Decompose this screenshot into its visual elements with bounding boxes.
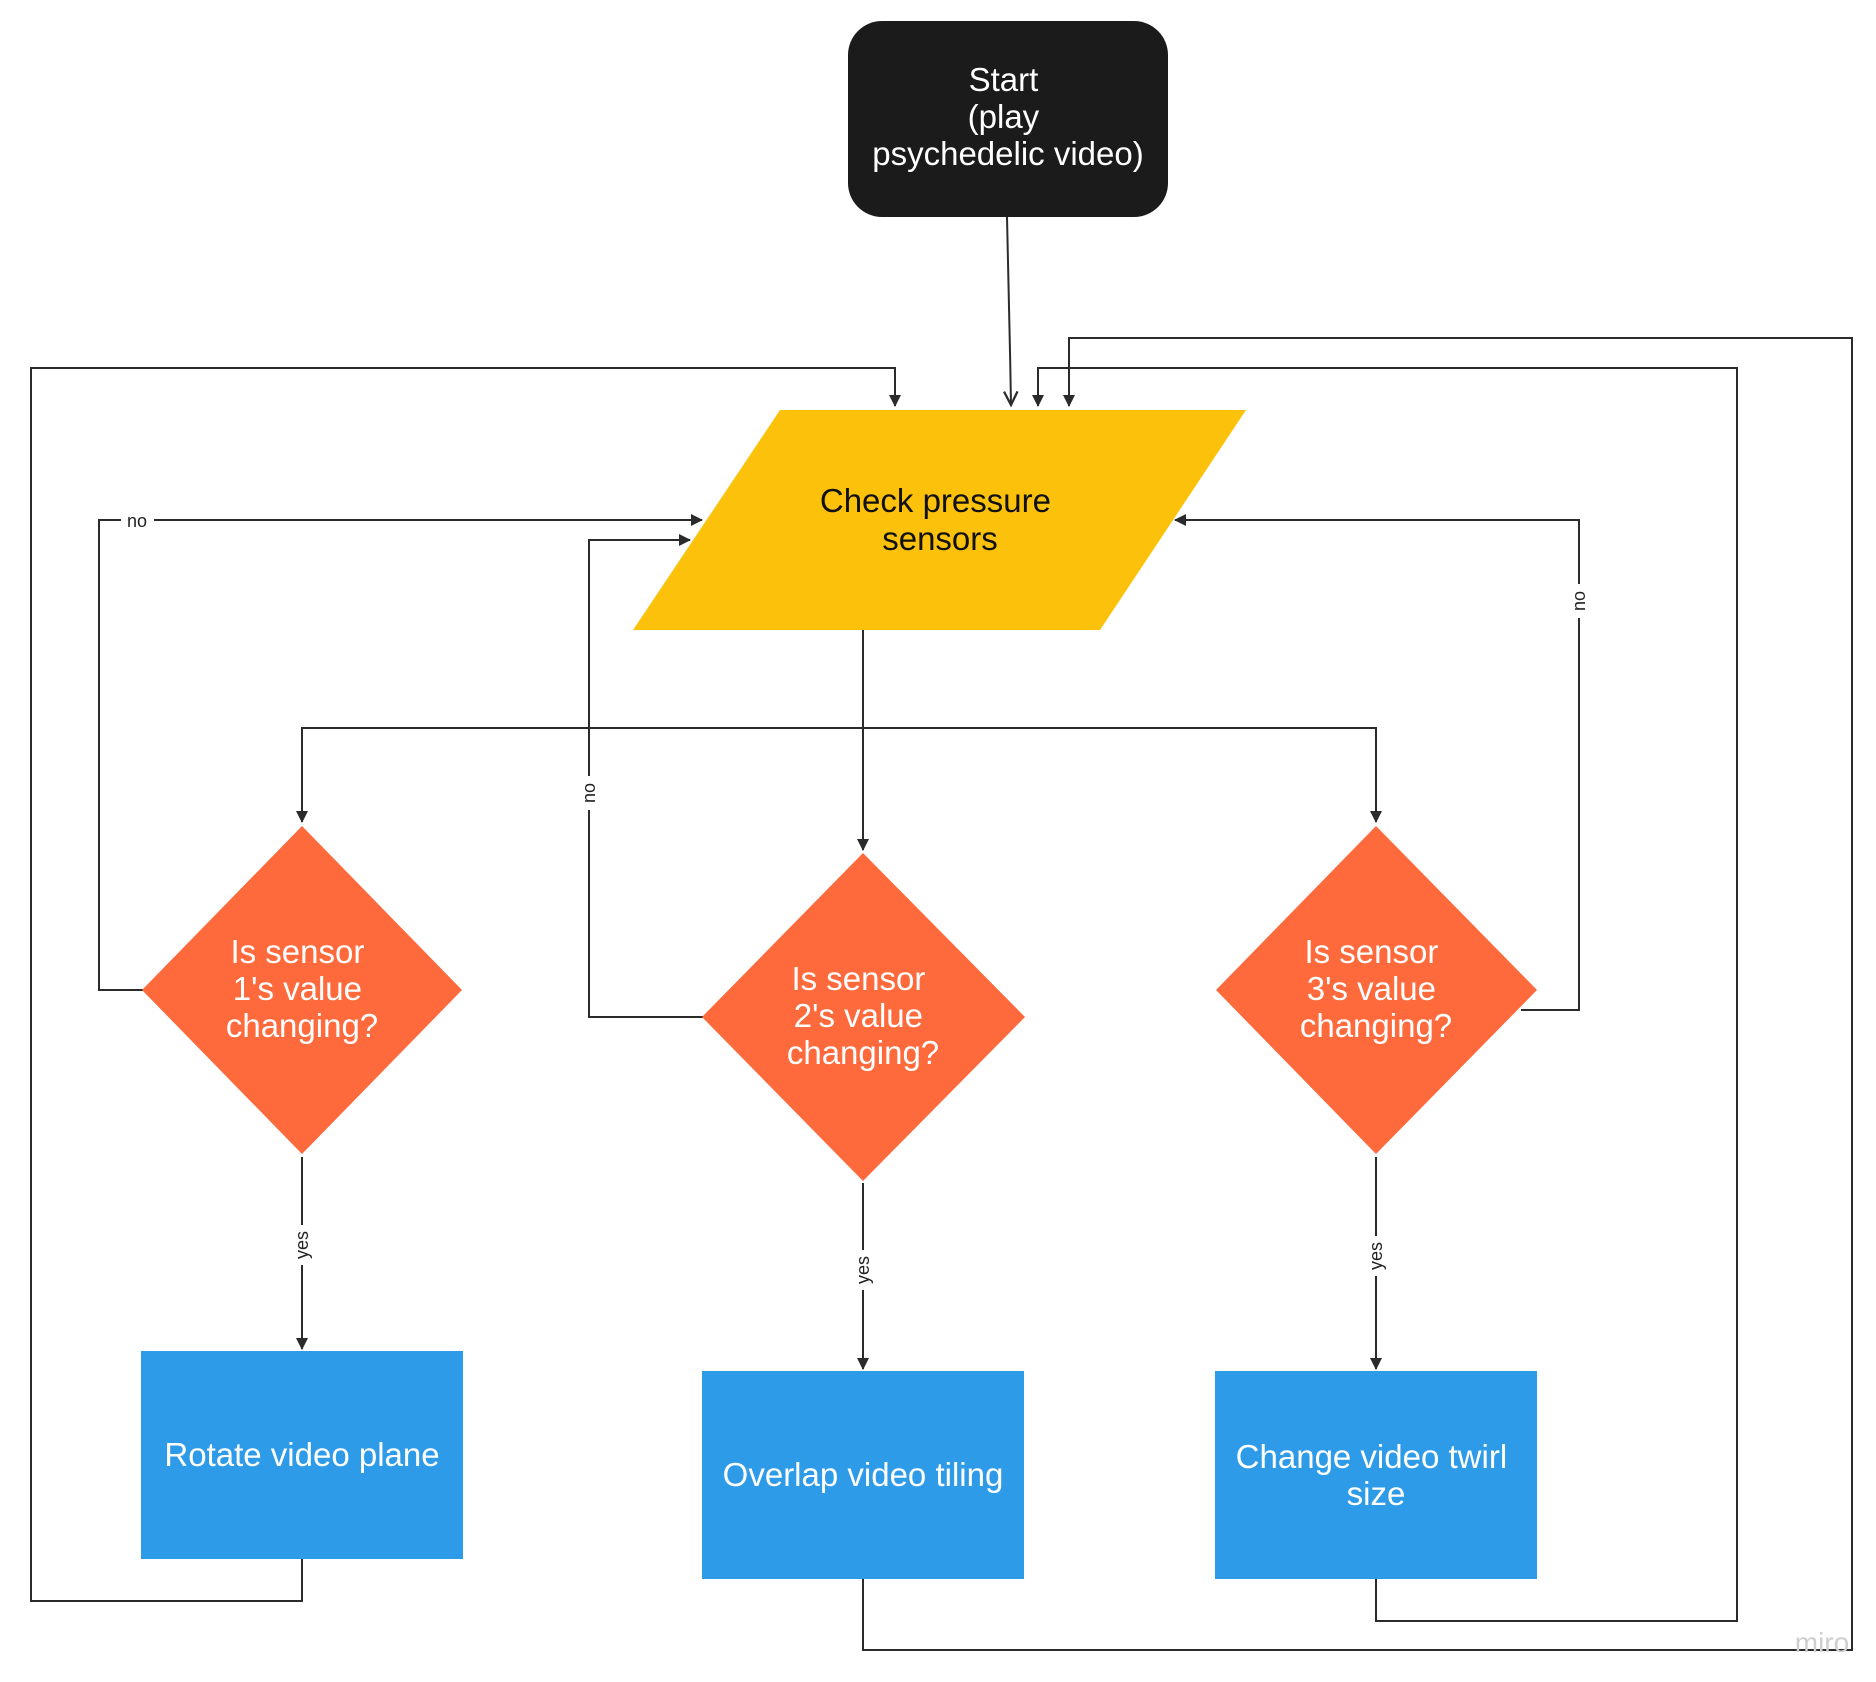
rotate-line-1: Rotate video plane xyxy=(164,1436,439,1473)
label-bg-yes3 xyxy=(1364,1236,1388,1276)
label-bg-no2 xyxy=(577,776,601,810)
sensor1-line-1: Is sensor xyxy=(230,933,364,970)
sensor1-text: Is sensor 1's value changing? xyxy=(226,933,378,1044)
node-change-video-twirl-size[interactable]: Change video twirl size xyxy=(1215,1371,1537,1579)
label-no-sensor1: no xyxy=(127,511,147,531)
start-line-1: Start xyxy=(969,61,1039,98)
sensor1-line-2: 1's value xyxy=(233,970,362,1007)
node-overlap-video-tiling[interactable]: Overlap video tiling xyxy=(702,1371,1024,1579)
sensor3-line-2: 3's value xyxy=(1307,970,1436,1007)
label-no-sensor2: no xyxy=(579,783,599,803)
sensor2-shape xyxy=(702,853,1025,1181)
edge-sensor3-no-to-check xyxy=(1174,514,1580,1011)
edge-overlap-to-check xyxy=(862,337,1853,1651)
sensor2-text: Is sensor 2's value changing? xyxy=(787,960,939,1071)
twirl-line-2: size xyxy=(1347,1475,1406,1512)
start-line-2: (play xyxy=(968,98,1040,135)
node-sensor1-decision[interactable]: Is sensor 1's value changing? xyxy=(142,826,462,1154)
sensor3-line-3: changing? xyxy=(1300,1007,1452,1044)
check-text: Check pressure sensors xyxy=(820,482,1060,557)
overlap-line-1: Overlap video tiling xyxy=(723,1456,1004,1493)
sensor2-line-2: 2's value xyxy=(794,997,923,1034)
twirl-line-1: Change video twirl xyxy=(1236,1438,1507,1475)
node-start[interactable]: Start (play psychedelic video) xyxy=(848,21,1168,217)
rotate-text: Rotate video plane xyxy=(164,1436,439,1473)
start-line-3: psychedelic video) xyxy=(872,135,1143,172)
edge-twirl-to-check xyxy=(1032,367,1738,1622)
twirl-text: Change video twirl size xyxy=(1236,1438,1517,1512)
label-bg-no3 xyxy=(1567,584,1591,618)
node-rotate-video-plane[interactable]: Rotate video plane xyxy=(141,1351,463,1559)
miro-watermark: miro xyxy=(1795,1627,1849,1658)
start-text: Start (play psychedelic video) xyxy=(872,61,1143,172)
rotate-shape xyxy=(141,1351,463,1559)
label-bg-no1 xyxy=(121,508,154,532)
sensor1-line-3: changing? xyxy=(226,1007,378,1044)
edge-start-to-check xyxy=(1007,216,1011,405)
twirl-shape xyxy=(1215,1371,1537,1579)
sensor3-text: Is sensor 3's value changing? xyxy=(1300,933,1452,1044)
label-yes-sensor2: yes xyxy=(853,1256,873,1284)
label-bg-yes2 xyxy=(851,1250,875,1290)
check-line-1: Check pressure xyxy=(820,482,1051,519)
edge-rotate-to-check xyxy=(30,367,901,1602)
edge-check-to-sensor1 xyxy=(296,727,863,823)
node-sensor2-decision[interactable]: Is sensor 2's value changing? xyxy=(702,853,1025,1181)
edge-sensor1-no-to-check xyxy=(98,514,703,991)
label-no-sensor3: no xyxy=(1569,591,1589,611)
overlap-shape xyxy=(702,1371,1024,1579)
node-check-pressure-sensors[interactable]: Check pressure sensors xyxy=(633,410,1246,630)
edge-check-to-sensor3 xyxy=(863,727,1382,823)
sensor1-shape xyxy=(142,826,462,1154)
check-shape xyxy=(633,410,1246,630)
edge-labels: no no no yes yes yes xyxy=(121,508,1591,1290)
overlap-text: Overlap video tiling xyxy=(723,1456,1004,1493)
start-shape xyxy=(848,21,1168,217)
label-bg-yes1 xyxy=(290,1225,314,1265)
sensor3-line-1: Is sensor xyxy=(1304,933,1438,970)
node-sensor3-decision[interactable]: Is sensor 3's value changing? xyxy=(1216,826,1537,1154)
check-line-2: sensors xyxy=(882,520,998,557)
label-yes-sensor1: yes xyxy=(292,1231,312,1259)
sensor3-shape xyxy=(1216,826,1537,1154)
label-yes-sensor3: yes xyxy=(1366,1242,1386,1270)
sensor2-line-1: Is sensor xyxy=(791,960,925,997)
sensor2-line-3: changing? xyxy=(787,1034,939,1071)
